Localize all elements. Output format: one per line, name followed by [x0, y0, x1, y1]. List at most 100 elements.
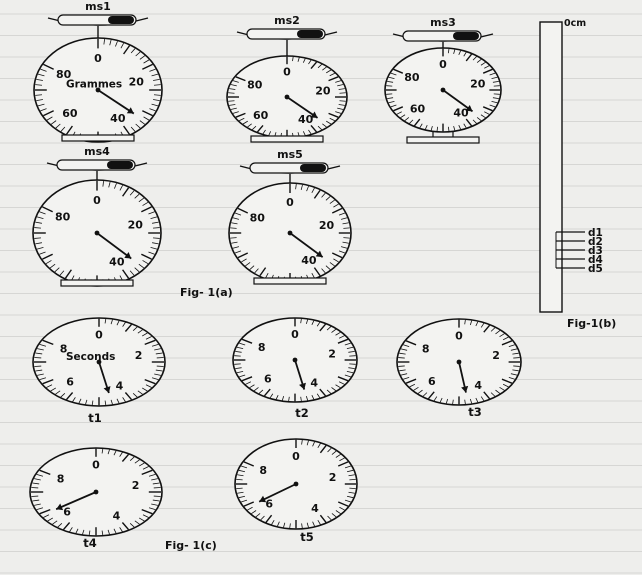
timer-t1-tick: [116, 398, 120, 404]
timer-t3-tick: [483, 391, 491, 400]
scale-ms1-tick: [43, 63, 54, 70]
scale-ms5-tick: [230, 227, 237, 229]
scale-ms4-tick: [49, 263, 56, 269]
scale-ms2-dial-label: 80: [247, 78, 263, 91]
scale-ms1-tick: [153, 84, 161, 86]
scale-ms2-tick: [235, 112, 246, 118]
timer-t1-tick: [145, 336, 152, 340]
timer-t4-tick: [151, 503, 158, 506]
timer-t1-dial-label: 2: [135, 349, 143, 362]
scale-ms5-dial-label: 40: [301, 254, 317, 267]
scale-ms3-tick: [480, 114, 486, 119]
scale-ms4-tick: [102, 181, 104, 187]
scale-ms5-tick: [259, 267, 267, 277]
fig-1a-label: Fig- 1(a): [180, 286, 233, 299]
timer-t5-dial-label: 4: [311, 502, 319, 515]
timer-t3-tick: [405, 378, 417, 384]
timer-t2-tick: [326, 326, 332, 331]
timer-t2-tick: [316, 393, 321, 399]
timer-t5-tick: [335, 454, 341, 458]
scale-ms1-tick: [65, 125, 73, 135]
scale-ms3-tick: [419, 123, 423, 129]
timer-t5-tick: [339, 506, 345, 511]
scale-ms1-object-shade: [108, 16, 134, 24]
timer-t2-dial-label: 0: [291, 328, 299, 341]
scale-ms1-tick: [151, 73, 159, 77]
scale-ms5-tick: [321, 268, 326, 274]
timer-t5-tick: [319, 445, 327, 454]
scale-ms3-tick: [388, 76, 395, 79]
scale-ms2-tick: [256, 124, 264, 133]
timer-t3-tick: [464, 319, 466, 325]
timer-t2-tick: [316, 321, 321, 327]
timer-t5-tick: [335, 510, 341, 514]
scale-ms1-tick: [35, 84, 43, 86]
timer-t4-dial-label: 2: [132, 479, 140, 492]
scale-ms1-tick: [36, 99, 43, 102]
timer-t3-tick: [501, 378, 513, 384]
timer-t2-tick: [348, 351, 355, 353]
timer-t4-tick: [101, 530, 104, 536]
timer-t2-tick: [335, 384, 341, 389]
scale-ms2-tick: [329, 117, 335, 122]
scale-ms3-tick: [482, 106, 493, 112]
scale-ms1-tick: [135, 123, 141, 129]
scale-ms1-tick: [37, 103, 45, 107]
timer-t4-tick: [107, 529, 110, 535]
timer-t1-tick: [116, 320, 120, 326]
ruler-mark-label: d3: [588, 245, 603, 257]
scale-ms1-pivot: [95, 87, 101, 93]
scale-ms5-tick: [231, 241, 238, 244]
scale-ms5-tick: [237, 207, 249, 214]
scale-ms3-tick: [396, 111, 402, 115]
scale-ms3-tick: [472, 56, 477, 61]
timer-t5-dial-label: 2: [329, 471, 337, 484]
scale-ms1-tick: [130, 126, 136, 132]
scale-ms4-tick: [148, 211, 155, 215]
scale-ms3-tick: [484, 65, 490, 69]
timer-t5-tick: [265, 514, 273, 523]
timer-t5-pivot: [293, 481, 299, 487]
scale-ms5-tick: [295, 183, 297, 190]
timer-t1-tick: [110, 399, 113, 405]
scale-ms2-pointer: [286, 96, 319, 119]
scale-ms4-pivot: [94, 230, 100, 236]
timer-t5-tick: [283, 522, 286, 528]
timer-t2-tick: [249, 384, 255, 389]
timer-t1-tick: [50, 387, 57, 392]
timer-t1-dial-label: 6: [66, 375, 74, 388]
timer-t3-tick: [469, 320, 473, 326]
scale-ms2-tick: [302, 58, 306, 63]
scale-ms3-tick: [447, 126, 450, 132]
timer-t2-tick: [346, 346, 354, 349]
scale-ms3-tick: [430, 126, 433, 131]
scale-ms1-tick: [151, 103, 159, 107]
scale-ms2-tick: [308, 129, 312, 135]
timer-t5-tick: [346, 469, 354, 473]
timer-t2-tick: [344, 342, 351, 346]
scale-ms5-pivot: [287, 230, 293, 236]
scale-ms4-tick: [108, 181, 111, 188]
scale-ms5-pointer-tip: [315, 250, 323, 258]
timer-t5-tick: [312, 521, 315, 527]
scale-ms4-tick: [129, 190, 135, 196]
timer-t3-tick: [422, 392, 428, 397]
timer-t1-tick: [104, 318, 107, 324]
timer-t5-tick: [260, 515, 265, 521]
scale-ms4-pointer-tip: [124, 252, 132, 259]
timer-t4-tick: [152, 482, 160, 485]
timer-t1-tick: [155, 352, 163, 355]
scale-ms5-dial-label: 20: [319, 219, 335, 232]
scale-ms1-unit-label: Grammes: [66, 78, 122, 90]
ruler-zero-label: 0cm: [564, 18, 586, 29]
timer-t2-tick: [253, 387, 259, 392]
scale-ms5-tick: [254, 268, 259, 274]
timer-t1-tick: [144, 339, 156, 346]
scale-ms1-tick: [37, 73, 45, 77]
timer-t4-tick: [113, 528, 117, 534]
scale-ms5-tick: [234, 250, 242, 254]
timer-t2-tick: [344, 374, 351, 378]
